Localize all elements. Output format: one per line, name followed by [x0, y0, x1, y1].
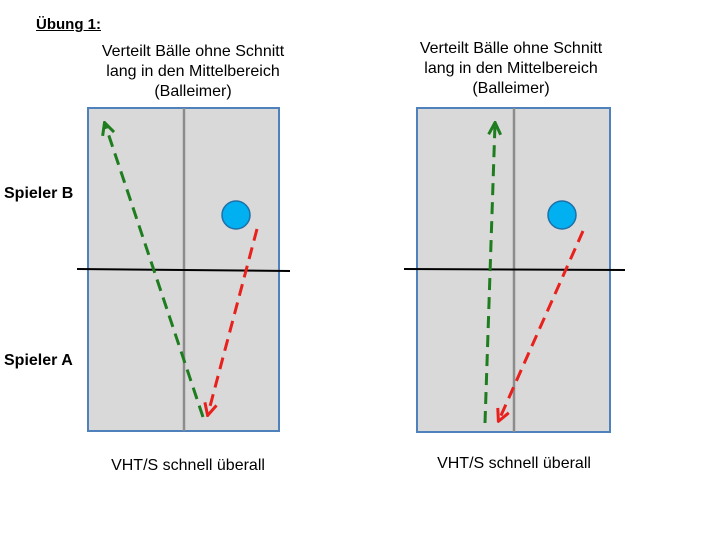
panel-2-caption-line-3: (Balleimer) — [472, 80, 550, 97]
player-a-label: Spieler A — [4, 352, 73, 369]
panel-1-footer: VHT/S schnell überall — [111, 457, 265, 474]
panel-2-net — [403, 268, 626, 271]
panel-1-serve-arrow — [208, 228, 259, 414]
panel-2-table-group — [403, 107, 626, 433]
panel-1-caption: Verteilt Bälle ohne Schnitt lang in den … — [63, 42, 323, 102]
panel-1-table-group — [76, 107, 291, 432]
panel-1-caption-line-2: lang in den Mittelbereich — [106, 63, 280, 80]
panel-2-caption-line-2: lang in den Mittelbereich — [424, 60, 598, 77]
panel-2-serve-arrow — [499, 230, 585, 420]
panel-1-caption-line-3: (Balleimer) — [154, 83, 232, 100]
panel-2-return-arrow — [483, 124, 495, 424]
exercise-heading: Übung 1: — [36, 16, 101, 33]
panel-2-footer: VHT/S schnell überall — [437, 455, 591, 472]
panel-1-ball-bucket — [221, 200, 251, 230]
panel-1-return-arrow — [105, 124, 205, 418]
panel-1-net — [76, 268, 291, 272]
panel-2-ball-bucket — [547, 200, 577, 230]
player-b-label: Spieler B — [4, 185, 74, 202]
panel-2-caption: Verteilt Bälle ohne Schnitt lang in den … — [381, 39, 641, 99]
panel-2-caption-line-1: Verteilt Bälle ohne Schnitt — [419, 40, 603, 57]
panel-1-caption-line-1: Verteilt Bälle ohne Schnitt — [101, 43, 285, 60]
